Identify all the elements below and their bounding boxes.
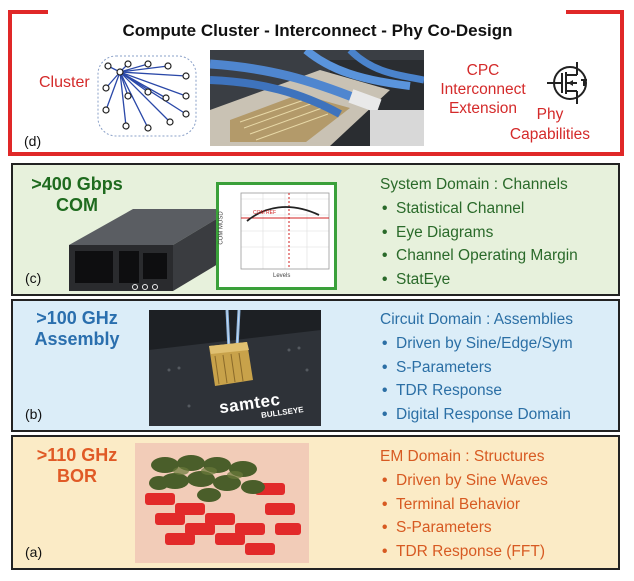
cluster-region: [97, 55, 197, 137]
panel-c-list: Statistical Channel Eye Diagrams Channel…: [382, 197, 578, 291]
em-structure-render: [135, 443, 309, 563]
panel-b-list: Driven by Sine/Edge/Sym S-Parameters TDR…: [382, 332, 573, 426]
list-item: S-Parameters: [382, 356, 573, 380]
list-item: Driven by Sine/Edge/Sym: [382, 332, 573, 356]
panel-a-title-line-2: BOR: [57, 466, 97, 486]
em-structure-model: [145, 455, 301, 555]
assembly-board: [149, 310, 321, 426]
list-item: TDR Response: [382, 379, 573, 403]
panel-em-domain: >110 GHz BOR E: [11, 435, 620, 570]
panel-circuit-domain: >100 GHz Assembly samtec BULLSEYE Circui…: [11, 299, 620, 432]
extension-label-line-3: Extension: [448, 100, 518, 117]
panel-b-title-line-1: >100 GHz: [36, 308, 118, 328]
panel-a-title: >110 GHz BOR: [21, 445, 133, 487]
list-item: S-Parameters: [382, 516, 548, 540]
panel-system-domain: >400 Gbps COM COM MUSD COM REF Levels: [11, 163, 620, 296]
com-inset-plot: COM MUSD COM REF Levels: [216, 182, 337, 290]
mosfet-symbol-icon: [547, 62, 587, 104]
phy-label: Phy Capabilities: [500, 105, 600, 145]
panel-d-tag: (d): [24, 133, 42, 149]
panel-c-title: >400 Gbps COM: [21, 174, 133, 216]
phy-label-line-2: Capabilities: [509, 126, 591, 143]
extension-label: CPC Interconnect Extension: [428, 61, 538, 118]
frame-top-left-stroke: [8, 10, 48, 14]
extension-label-line-2: Interconnect: [440, 81, 526, 98]
list-item: StatEye: [382, 268, 578, 292]
cluster-label: Cluster: [39, 74, 90, 91]
list-item: Eye Diagrams: [382, 221, 578, 245]
assembly-photo: samtec BULLSEYE: [149, 310, 321, 426]
panel-c-tag: (c): [25, 270, 42, 286]
panel-a-title-line-1: >110 GHz: [36, 445, 118, 465]
panel-a-tag: (a): [25, 544, 43, 560]
panel-a-heading: EM Domain : Structures: [380, 448, 545, 465]
com-plot-ylabel: COM MUSD: [218, 211, 225, 245]
frame-top-right-stroke: [566, 10, 624, 14]
list-item: Statistical Channel: [382, 197, 578, 221]
extension-label-line-1: CPC: [466, 62, 500, 79]
interconnect-photo: [210, 50, 424, 146]
cluster-nodes: [102, 60, 190, 132]
phy-label-line-1: Phy: [536, 106, 564, 123]
page-title: Compute Cluster - Interconnect - Phy Co-…: [122, 21, 513, 40]
com-plot-xlabel: Levels: [273, 273, 291, 279]
list-item: Channel Operating Margin: [382, 244, 578, 268]
com-plot-threshold-label: COM REF: [253, 210, 277, 216]
list-item: Terminal Behavior: [382, 493, 548, 517]
cluster-links: [105, 63, 187, 129]
list-item: Digital Response Domain: [382, 403, 573, 427]
list-item: Driven by Sine Waves: [382, 469, 548, 493]
panel-c-title-line-2: COM: [56, 195, 98, 215]
panel-c-heading: System Domain : Channels: [380, 176, 568, 193]
panel-c-title-line-1: >400 Gbps: [31, 174, 123, 194]
list-item: TDR Response (FFT): [382, 540, 548, 564]
panel-b-title: >100 GHz Assembly: [21, 308, 133, 350]
panel-a-list: Driven by Sine Waves Terminal Behavior S…: [382, 469, 548, 563]
compute-chassis: [69, 209, 233, 291]
cluster-graph: [97, 55, 197, 137]
panel-b-tag: (b): [25, 406, 43, 422]
panel-b-title-line-2: Assembly: [34, 329, 120, 349]
com-curve-plot: [240, 192, 330, 270]
panel-b-heading: Circuit Domain : Assemblies: [380, 311, 573, 328]
